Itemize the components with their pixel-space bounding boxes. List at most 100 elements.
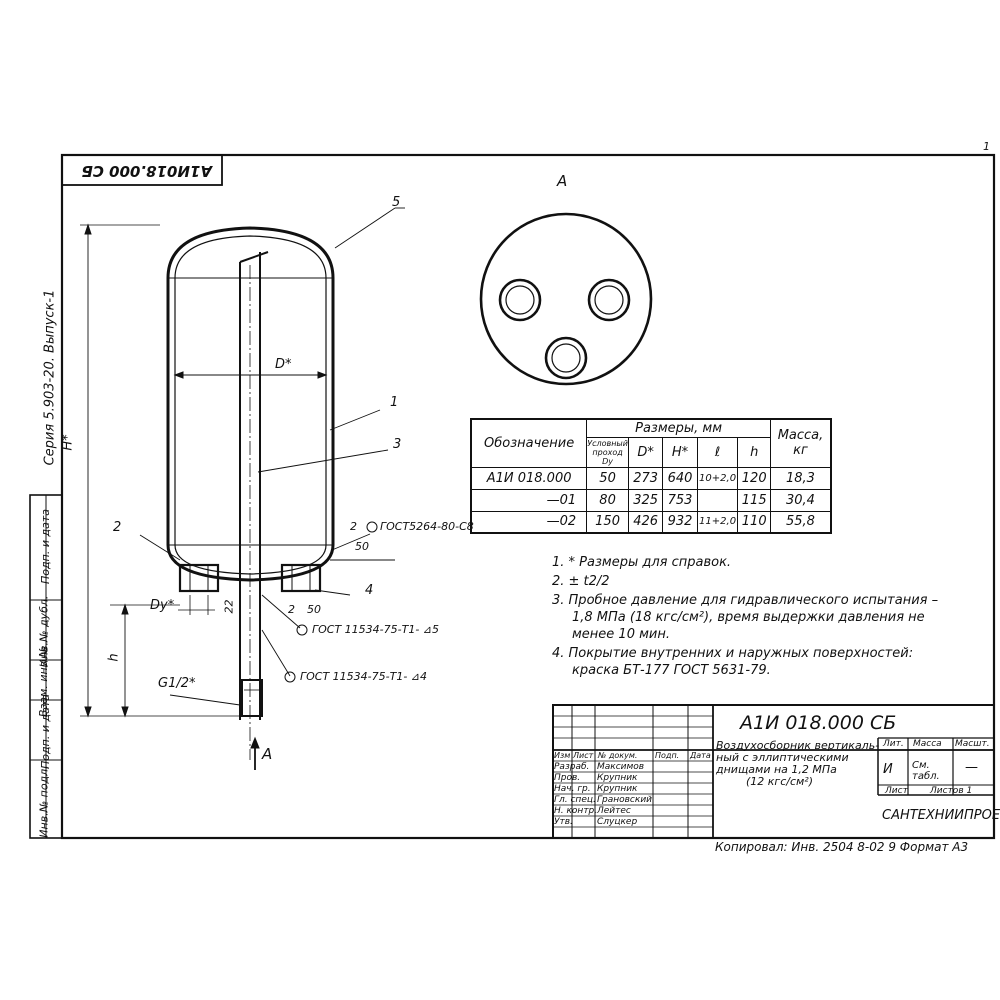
callout-1: 1 (390, 395, 399, 410)
dim-G: G1/2* (158, 676, 196, 691)
note-3b: 1,8 МПа (18 кгс/см²), время выдержки дав… (572, 610, 925, 625)
org-name: САНТЕХНИИПРОЕКТ (882, 808, 1000, 823)
header-H: H* (662, 436, 698, 468)
row1-dy: 50 (586, 466, 629, 490)
note-4: 4. Покрытие внутренних и наружных поверх… (552, 646, 914, 661)
size-table: Обозначение Размеры, мм Масса, кг Условн… (470, 418, 832, 534)
note-1: 1. * Размеры для справок. (552, 555, 732, 570)
view-arrow-label: А (262, 745, 273, 763)
label-sheet: Лист (885, 786, 908, 796)
gost-bot: ГОСТ 11534-75-Т1- ⊿4 (300, 670, 428, 683)
row3-mass: 55,8 (769, 510, 832, 534)
name-5: Слуцкер (597, 817, 638, 827)
header-D: D* (627, 436, 664, 468)
row3-dy: 150 (586, 510, 629, 534)
row2-dy: 80 (586, 488, 629, 512)
table-row: —02 150 426 932 11+2,0 110 55,8 (470, 510, 832, 534)
row3-l: 11+2,0 (696, 510, 739, 534)
header-sizes: Размеры, мм (586, 418, 771, 438)
dim-22: 22 (222, 599, 236, 614)
note-4b: краска БТ-177 ГОСТ 5631-79. (572, 663, 771, 678)
callout-4: 4 (365, 583, 374, 598)
note-3: 3. Пробное давление для гидравлического … (552, 593, 939, 608)
weld-2-top: 2 (350, 520, 357, 533)
callout-2: 2 (113, 520, 122, 535)
note-3c: менее 10 мин. (572, 627, 670, 642)
title-name-1: Воздухосборник вертикаль- (716, 739, 880, 752)
title-code: А1И 018.000 СБ (740, 712, 897, 734)
row3-designation: —02 (470, 510, 588, 534)
value-scale: — (965, 760, 978, 775)
gost-mid: ГОСТ 11534-75-Т1- ⊿5 (312, 623, 440, 636)
label-sheets: Листов 1 (930, 786, 973, 796)
grid-hdr-doc: № докум. (598, 751, 638, 760)
vessel-side-view (80, 207, 405, 770)
row1-mass: 18,3 (769, 466, 832, 490)
row1-h: 120 (737, 466, 771, 490)
row3-h: 110 (737, 510, 771, 534)
weld-2-bot: 2 (288, 603, 295, 616)
dim-D: D* (275, 357, 292, 372)
name-3: Грановский (597, 795, 653, 805)
dim-H: H* (60, 434, 76, 451)
label-lit: Лит. (883, 739, 904, 749)
header-l: ℓ (696, 436, 739, 468)
title-name-3: днищами на 1,2 МПа (716, 763, 837, 776)
row2-designation: —01 (470, 488, 588, 512)
title-block-grid (552, 704, 995, 839)
header-h: h (737, 436, 771, 468)
callout-5: 5 (392, 195, 401, 210)
view-label: А (557, 172, 568, 190)
row2-mass: 30,4 (769, 488, 832, 512)
series-label: Серия 5.903-20. Выпуск-1 (42, 289, 58, 466)
rotated-drawing-code: А1И018.000 СБ (81, 162, 212, 180)
name-4: Лейтес (597, 806, 631, 816)
role-0: Разраб. (554, 762, 590, 772)
header-mass: Масса, кг (769, 418, 832, 468)
row1-H: 640 (662, 466, 698, 490)
value-lit: И (883, 762, 893, 777)
value-mass: См. табл. (912, 760, 940, 782)
table-row: —01 80 325 753 115 30,4 (470, 488, 832, 512)
side-stamp-4: Инв.№ дубл. (37, 595, 51, 668)
callout-3: 3 (393, 437, 402, 452)
title-name-4: (12 кгс/см²) (746, 775, 814, 788)
row3-H: 932 (662, 510, 698, 534)
side-stamp-1: Инв.№ подл. (37, 765, 51, 838)
row2-l (696, 488, 739, 512)
row1-D: 273 (627, 466, 664, 490)
role-3: Гл. спец. (554, 795, 596, 805)
side-stamp-5: Подп. и дата (38, 509, 52, 584)
row3-D: 426 (627, 510, 664, 534)
view-a (479, 212, 653, 386)
copy-line: Копировал: Инв. 2504 8-02 9 Формат А3 (715, 840, 969, 854)
role-4: Н. контр. (554, 806, 598, 816)
table-row: А1И 018.000 50 273 640 10+2,0 120 18,3 (470, 466, 832, 490)
name-2: Крупник (597, 784, 638, 794)
row2-H: 753 (662, 488, 698, 512)
note-2: 2. ± t2/2 (552, 574, 610, 589)
grid-hdr-izm: Изм (554, 751, 571, 760)
header-designation: Обозначение (470, 418, 588, 468)
name-1: Крупник (597, 773, 638, 783)
rotated-code-box (61, 154, 223, 186)
grid-hdr-date: Дата (690, 751, 711, 760)
grid-hdr-list: Лист (573, 751, 594, 760)
title-name-2: ный с эллиптическими (716, 751, 849, 764)
dim-Dy: Dy* (150, 598, 175, 613)
gost-top: ГОСТ5264-80-С8 (380, 520, 474, 533)
row1-l: 10+2,0 (696, 466, 739, 490)
row1-designation: А1И 018.000 (470, 466, 588, 490)
corner-mark: 1 (983, 140, 990, 153)
grid-hdr-sign: Подп. (655, 751, 680, 760)
weld-50-top: 50 (355, 540, 369, 553)
title-name: Воздухосборник вертикаль- ный с эллиптич… (716, 740, 879, 788)
name-0: Максимов (597, 762, 645, 772)
label-scale: Масшт. (955, 739, 990, 749)
weld-50-bot: 50 (307, 603, 321, 616)
label-mass: Масса (913, 739, 942, 749)
row2-D: 325 (627, 488, 664, 512)
role-2: Нач. гр. (554, 784, 591, 794)
role-5: Утв. (554, 817, 573, 827)
